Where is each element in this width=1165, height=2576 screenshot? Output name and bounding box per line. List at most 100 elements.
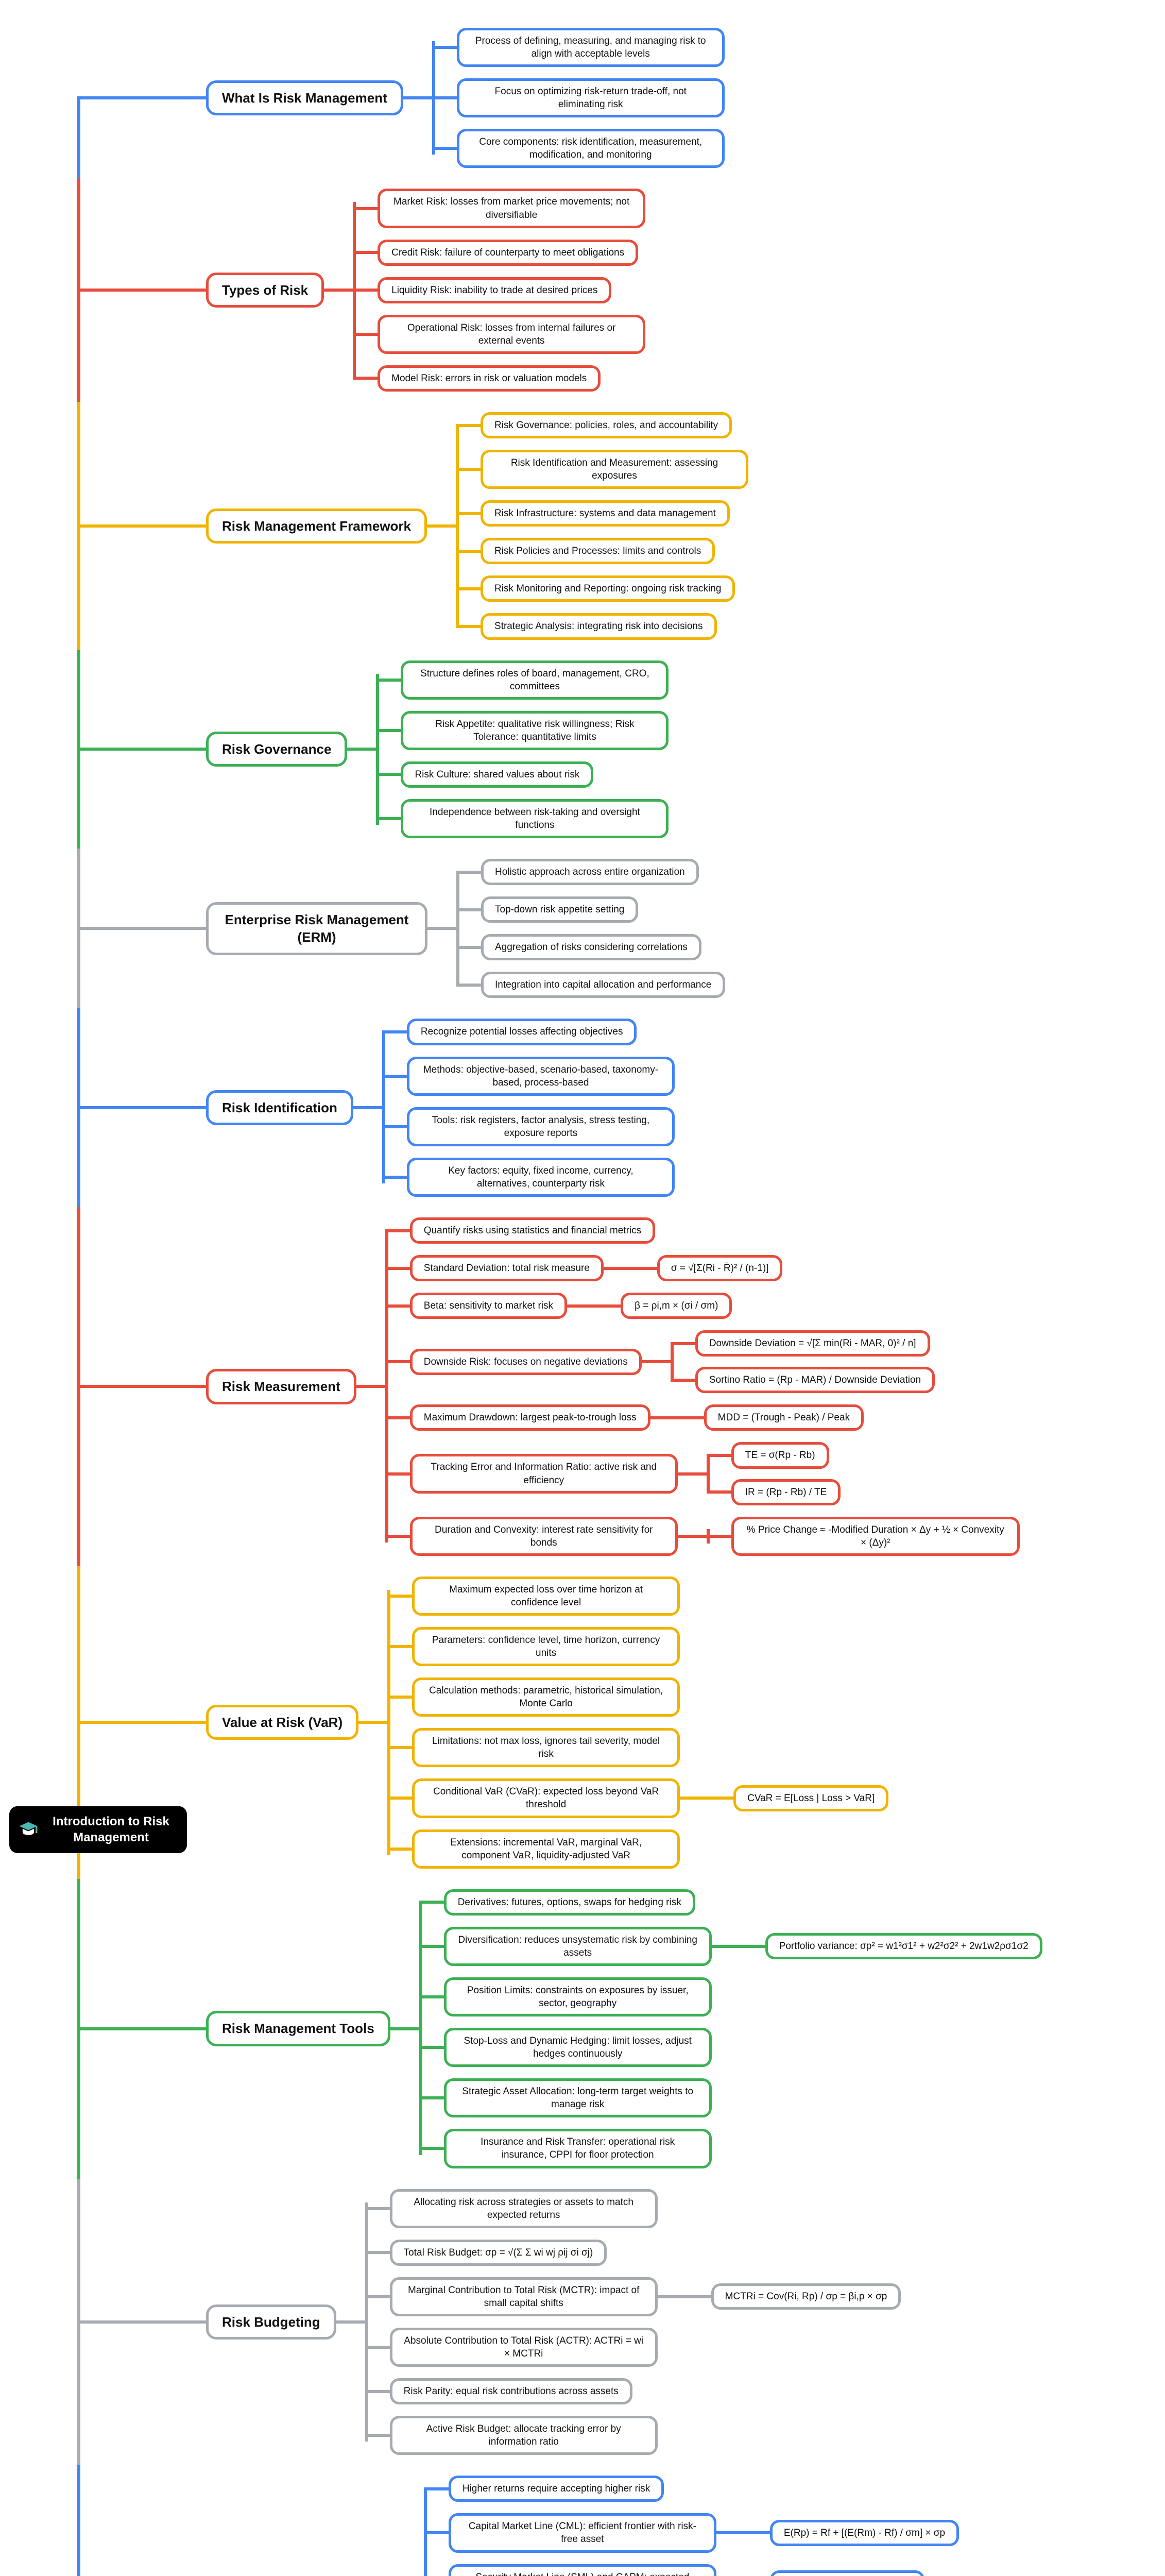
branch-label[interactable]: Risk Measurement bbox=[206, 1369, 356, 1404]
child-row: Capital Market Line (CML): efficient fro… bbox=[423, 2513, 960, 2553]
formula-node[interactable]: Portfolio variance: σp² = w1²σ1² + w2²σ2… bbox=[765, 1933, 1042, 1960]
branch-label[interactable]: What Is Risk Management bbox=[206, 80, 403, 116]
formula-row: CVaR = E[Loss | Loss > VaR] bbox=[709, 1785, 889, 1811]
connector bbox=[419, 1944, 444, 1948]
formula-node[interactable]: σ = √[Σ(Ri - R̄)² / (n-1)] bbox=[657, 1255, 783, 1282]
branch-label[interactable]: Types of Risk bbox=[206, 273, 324, 308]
branch-children: Structure defines roles of board, manage… bbox=[376, 660, 669, 839]
child-node[interactable]: Holistic approach across entire organiza… bbox=[481, 859, 699, 886]
connector bbox=[336, 2320, 365, 2324]
child-node[interactable]: Liquidity Risk: inability to trade at de… bbox=[378, 277, 612, 303]
child-node[interactable]: Credit Risk: failure of counterparty to … bbox=[378, 239, 639, 266]
child-node[interactable]: Position Limits: constraints on exposure… bbox=[443, 1977, 712, 2017]
child-node[interactable]: Top-down risk appetite setting bbox=[481, 896, 639, 923]
child-node[interactable]: Downside Risk: focuses on negative devia… bbox=[409, 1348, 642, 1375]
connector bbox=[77, 289, 206, 292]
child-node[interactable]: Diversification: reduces unsystematic ri… bbox=[443, 1926, 712, 1966]
connector bbox=[419, 1901, 444, 1904]
child-node[interactable]: Insurance and Risk Transfer: operational… bbox=[443, 2129, 712, 2168]
formula-node[interactable]: β = ρi,m × (σi / σm) bbox=[621, 1293, 732, 1319]
child-node[interactable]: Stop-Loss and Dynamic Hedging: limit los… bbox=[443, 2028, 712, 2067]
formula-node[interactable]: CVaR = E[Loss | Loss > VaR] bbox=[733, 1785, 889, 1811]
branch-label[interactable]: Enterprise Risk Management (ERM) bbox=[206, 902, 427, 955]
child-node[interactable]: Absolute Contribution to Total Risk (ACT… bbox=[389, 2327, 658, 2367]
child-node[interactable]: Structure defines roles of board, manage… bbox=[401, 660, 669, 700]
formula-node[interactable]: MDD = (Trough - Peak) / Peak bbox=[704, 1404, 864, 1431]
formula-row: Sortino Ratio = (Rp - MAR) / Downside De… bbox=[670, 1367, 935, 1394]
formula-node[interactable]: IR = (Rp - Rb) / TE bbox=[731, 1479, 841, 1505]
child-node[interactable]: Active Risk Budget: allocate tracking er… bbox=[389, 2416, 658, 2455]
child-node[interactable]: Extensions: incremental VaR, marginal Va… bbox=[412, 1829, 680, 1869]
child-node[interactable]: Risk Policies and Processes: limits and … bbox=[481, 538, 715, 565]
connector bbox=[596, 1304, 621, 1308]
connector bbox=[356, 1385, 385, 1388]
formula-node[interactable]: E(Ri) = Rf + βi × (E(Rm) - Rf) bbox=[769, 2570, 924, 2576]
connector bbox=[456, 468, 481, 471]
child-row: Total Risk Budget: σp = √(Σ Σ wi wj ρij … bbox=[365, 2239, 901, 2266]
child-node[interactable]: Model Risk: errors in risk or valuation … bbox=[378, 365, 601, 392]
child-node[interactable]: Key factors: equity, fixed income, curre… bbox=[406, 1157, 675, 1197]
formula-node[interactable]: E(Rp) = Rf + [(E(Rm) - Rf) / σm] × σp bbox=[769, 2519, 960, 2547]
child-node[interactable]: Integration into capital allocation and … bbox=[481, 972, 726, 998]
branch-label[interactable]: Risk Identification bbox=[206, 1090, 353, 1126]
branch-label[interactable]: Risk Budgeting bbox=[206, 2304, 336, 2340]
child-node[interactable]: Allocating risk across strategies or ass… bbox=[389, 2189, 658, 2228]
child-node[interactable]: Limitations: not max loss, ignores tail … bbox=[412, 1728, 680, 1768]
formula-node[interactable]: % Price Change ≈ -Modified Duration × Δy… bbox=[731, 1516, 1020, 1556]
child-node[interactable]: Core components: risk identification, me… bbox=[456, 129, 725, 168]
child-node[interactable]: Quantify risks using statistics and fina… bbox=[409, 1217, 656, 1244]
child-node[interactable]: Derivatives: futures, options, swaps for… bbox=[443, 1889, 695, 1916]
child-node[interactable]: Standard Deviation: total risk measure bbox=[409, 1255, 604, 1282]
child-node[interactable]: Aggregation of risks considering correla… bbox=[481, 934, 701, 961]
branch-risk-budgeting: Risk Budgeting Allocating risk across str… bbox=[77, 2178, 1165, 2466]
connector bbox=[376, 817, 401, 821]
child-node[interactable]: Market Risk: losses from market price mo… bbox=[378, 189, 646, 228]
connector bbox=[419, 2046, 444, 2049]
branch-row: Risk Identification Recognize potential l… bbox=[77, 1019, 1165, 1197]
child-node[interactable]: Beta: sensitivity to market risk bbox=[409, 1293, 568, 1319]
child-node[interactable]: Strategic Analysis: integrating risk int… bbox=[481, 613, 717, 640]
child-node[interactable]: Security Market Line (SML) and CAPM: exp… bbox=[448, 2564, 716, 2576]
child-node[interactable]: Risk Governance: policies, roles, and ac… bbox=[481, 412, 732, 439]
formula-node[interactable]: TE = σ(Rp - Rb) bbox=[731, 1442, 829, 1469]
child-node[interactable]: Calculation methods: parametric, histori… bbox=[412, 1677, 680, 1717]
connector bbox=[650, 1416, 679, 1419]
child-node[interactable]: Duration and Convexity: interest rate se… bbox=[409, 1516, 678, 1556]
branch-children: Market Risk: losses from market price mo… bbox=[353, 189, 646, 392]
child-node[interactable]: Conditional VaR (CVaR): expected loss be… bbox=[412, 1778, 680, 1818]
branch-label[interactable]: Risk Management Tools bbox=[206, 2011, 390, 2046]
child-node[interactable]: Capital Market Line (CML): efficient fro… bbox=[448, 2513, 716, 2553]
child-node[interactable]: Risk Culture: shared values about risk bbox=[401, 761, 594, 788]
formula-node[interactable]: Sortino Ratio = (Rp - MAR) / Downside De… bbox=[695, 1367, 935, 1394]
child-node[interactable]: Strategic Asset Allocation: long-term ta… bbox=[443, 2078, 712, 2118]
child-node[interactable]: Risk Identification and Measurement: ass… bbox=[481, 450, 749, 489]
child-node[interactable]: Risk Parity: equal risk contributions ac… bbox=[389, 2378, 632, 2405]
child-node[interactable]: Tracking Error and Information Ratio: ac… bbox=[409, 1454, 678, 1494]
child-node[interactable]: Parameters: confidence level, time horiz… bbox=[412, 1626, 680, 1667]
branch-label[interactable]: Risk Governance bbox=[206, 732, 348, 767]
branch-row: What Is Risk Management Process of defini… bbox=[77, 28, 1165, 168]
child-node[interactable]: Recognize potential losses affecting obj… bbox=[406, 1019, 637, 1045]
child-node[interactable]: Process of defining, measuring, and mana… bbox=[456, 28, 725, 67]
formula-node[interactable]: Downside Deviation = √[Σ min(Ri - MAR, 0… bbox=[695, 1330, 930, 1357]
formula-row: E(Ri) = Rf + βi × (E(Rm) - Rf) bbox=[745, 2570, 924, 2576]
child-node[interactable]: Higher returns require accepting higher … bbox=[448, 2476, 664, 2502]
connector bbox=[456, 423, 481, 427]
branch-label[interactable]: Risk Management Framework bbox=[206, 508, 427, 544]
child-node[interactable]: Maximum expected loss over time horizon … bbox=[412, 1576, 680, 1616]
child-node[interactable]: Tools: risk registers, factor analysis, … bbox=[406, 1107, 675, 1146]
child-node[interactable]: Marginal Contribution to Total Risk (MCT… bbox=[389, 2277, 658, 2316]
child-node[interactable]: Operational Risk: losses from internal f… bbox=[378, 314, 646, 354]
formula-node[interactable]: MCTRi = Cov(Ri, Rp) / σp = βi,p × σp bbox=[711, 2283, 901, 2310]
child-node[interactable]: Focus on optimizing risk-return trade-of… bbox=[456, 78, 725, 118]
child-node[interactable]: Risk Monitoring and Reporting: ongoing r… bbox=[481, 575, 735, 602]
child-node[interactable]: Methods: objective-based, scenario-based… bbox=[406, 1056, 675, 1096]
root-node[interactable]: Introduction to Risk Management bbox=[9, 1806, 187, 1853]
branch-label[interactable]: Value at Risk (VaR) bbox=[206, 1705, 359, 1740]
child-node[interactable]: Risk Infrastructure: systems and data ma… bbox=[481, 500, 730, 527]
child-node[interactable]: Total Risk Budget: σp = √(Σ Σ wi wj ρij … bbox=[389, 2239, 607, 2266]
child-node[interactable]: Risk Appetite: qualitative risk willingn… bbox=[401, 710, 669, 750]
child-node[interactable]: Maximum Drawdown: largest peak-to-trough… bbox=[409, 1404, 650, 1431]
child-node[interactable]: Independence between risk-taking and ove… bbox=[401, 799, 669, 839]
formula-list: TE = σ(Rp - Rb) IR = (Rp - Rb) / TE bbox=[706, 1442, 841, 1505]
